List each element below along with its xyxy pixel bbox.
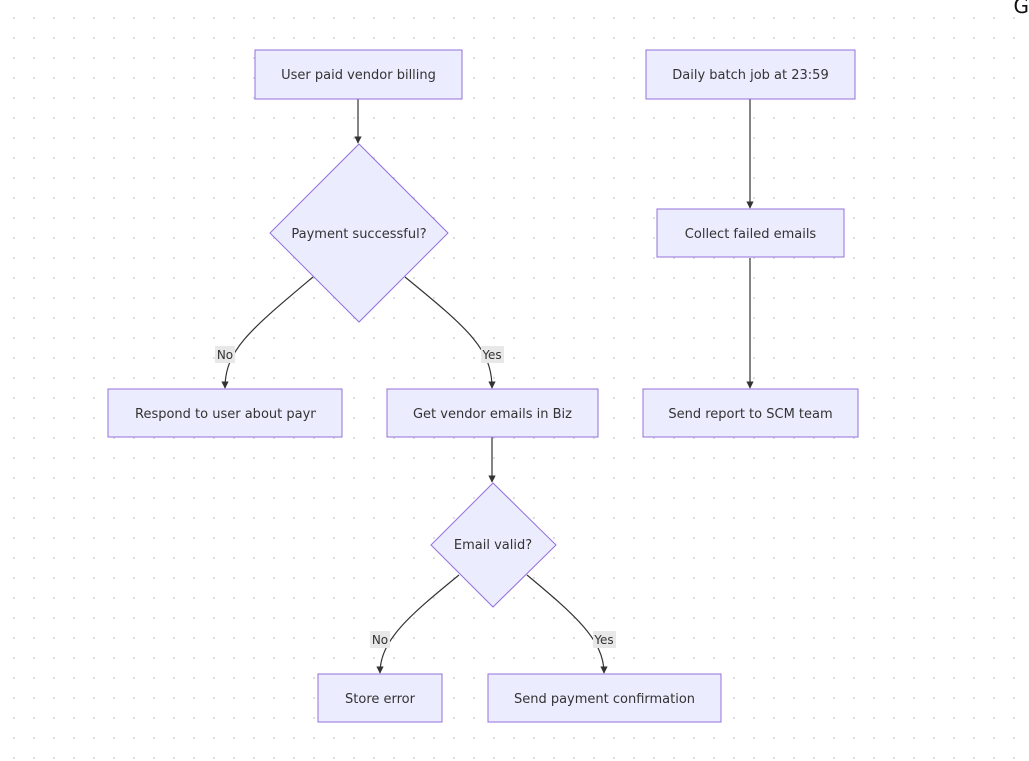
corner-glyph: G <box>1013 0 1029 18</box>
edge-payment-yes <box>404 276 496 389</box>
node-collect-failed-emails-label: Collect failed emails <box>685 227 817 242</box>
node-send-report-scm-label: Send report to SCM team <box>668 407 832 422</box>
edge-label-payment-yes-text: Yes <box>481 348 501 362</box>
node-get-vendor-emails[interactable]: Get vendor emails in Biz <box>386 388 599 438</box>
node-email-valid-label: Email valid? <box>454 538 532 553</box>
node-user-paid-label: User paid vendor billing <box>281 68 436 83</box>
node-respond-to-user[interactable]: Respond to user about paym <box>107 388 343 438</box>
edge-label-payment-yes: Yes <box>481 346 504 363</box>
edge-label-email-yes-text: Yes <box>593 633 613 647</box>
node-daily-batch-job-label: Daily batch job at 23:59 <box>672 68 828 83</box>
node-send-report-scm[interactable]: Send report to SCM team <box>642 388 859 438</box>
node-store-error[interactable]: Store error <box>317 673 443 723</box>
edge-label-payment-no: No <box>215 346 235 363</box>
edge-email-no <box>376 574 460 674</box>
node-collect-failed-emails[interactable]: Collect failed emails <box>656 208 845 258</box>
edge-label-email-no-text: No <box>372 633 388 647</box>
node-get-vendor-emails-label: Get vendor emails in Biz <box>413 407 572 422</box>
edge-label-email-yes: Yes <box>593 631 616 648</box>
node-payment-successful[interactable]: Payment successful? <box>269 143 449 323</box>
node-email-valid[interactable]: Email valid? <box>430 482 557 608</box>
edge-label-email-no: No <box>370 631 390 648</box>
node-send-payment-confirmation[interactable]: Send payment confirmation <box>487 673 722 723</box>
node-user-paid-vendor-billing[interactable]: User paid vendor billing <box>254 49 463 100</box>
node-payment-successful-label: Payment successful? <box>291 227 426 242</box>
edge-label-payment-no-text: No <box>217 348 233 362</box>
node-daily-batch-job[interactable]: Daily batch job at 23:59 <box>645 49 856 100</box>
node-store-error-label: Store error <box>345 692 416 707</box>
edge-payment-no <box>221 276 314 389</box>
node-send-payment-confirmation-label: Send payment confirmation <box>514 692 695 707</box>
node-respond-to-user-label: Respond to user about paym <box>135 407 323 422</box>
edge-email-yes <box>526 574 608 674</box>
